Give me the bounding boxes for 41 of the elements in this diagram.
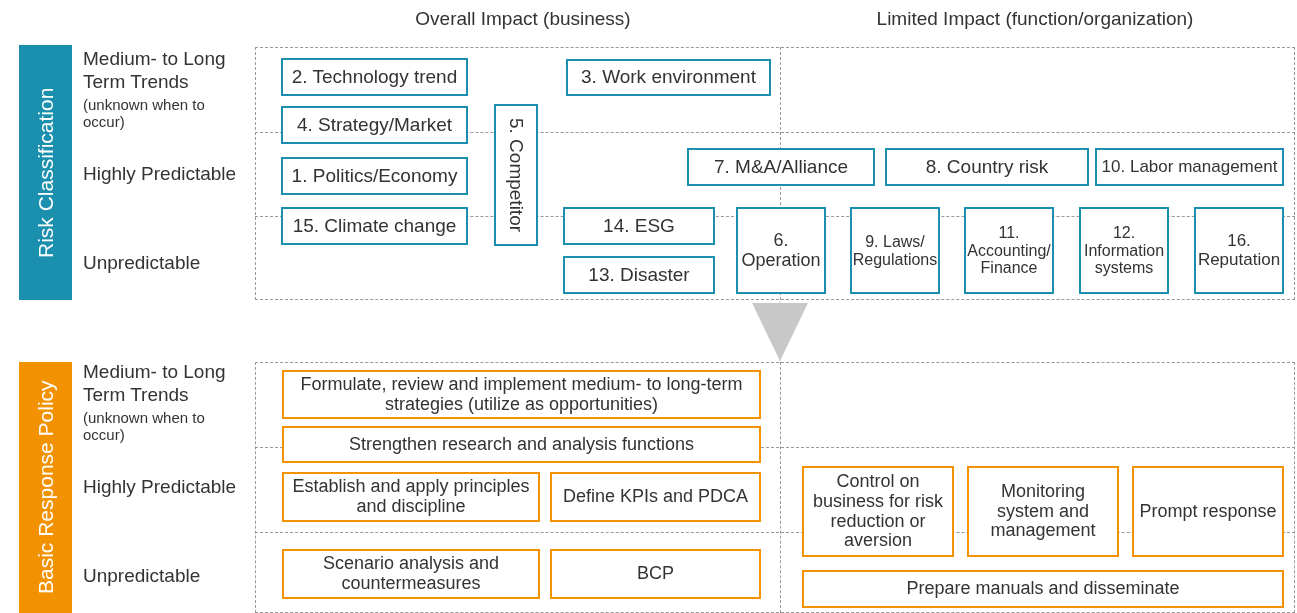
category-band: Risk Classification bbox=[19, 45, 72, 300]
grid-panel bbox=[255, 362, 1295, 613]
risk-box: 8. Country risk bbox=[885, 148, 1089, 186]
grid-panel bbox=[255, 47, 1295, 300]
risk-box: 6. Operation bbox=[736, 207, 826, 294]
risk-box: 11. Accounting/ Finance bbox=[964, 207, 1054, 294]
row-label: Medium- to Long Term Trends bbox=[83, 48, 227, 94]
row-label: Highly Predictable bbox=[83, 163, 238, 186]
policy-box: Strengthen research and analysis functions bbox=[282, 426, 761, 463]
risk-box: 16. Reputation bbox=[1194, 207, 1284, 294]
column-header: Limited Impact (function/organization) bbox=[875, 8, 1195, 31]
risk-box: 7. M&A/Alliance bbox=[687, 148, 875, 186]
policy-box: Scenario analysis and countermeasures bbox=[282, 549, 540, 599]
policy-box: Define KPIs and PDCA bbox=[550, 472, 761, 522]
risk-box: 2. Technology trend bbox=[281, 58, 468, 96]
risk-box: 15. Climate change bbox=[281, 207, 468, 245]
row-label: Unpredictable bbox=[83, 252, 202, 275]
risk-box: 14. ESG bbox=[563, 207, 715, 245]
risk-box: 10. Labor management bbox=[1095, 148, 1284, 186]
row-label: Highly Predictable bbox=[83, 476, 238, 499]
risk-box: 1. Politics/Economy bbox=[281, 157, 468, 195]
category-band: Basic Response Policy bbox=[19, 362, 72, 613]
policy-box: Prepare manuals and disseminate bbox=[802, 570, 1284, 608]
row-label: (unknown when to occur) bbox=[83, 97, 206, 130]
policy-box: BCP bbox=[550, 549, 761, 599]
down-arrow bbox=[752, 300, 808, 362]
policy-box: Establish and apply principles and discipline bbox=[282, 472, 540, 522]
row-label: (unknown when to occur) bbox=[83, 410, 206, 443]
risk-box: 9. Laws/ Regulations bbox=[850, 207, 940, 294]
policy-box: Control on business for risk reduction or aversion bbox=[802, 466, 954, 557]
risk-box: 13. Disaster bbox=[563, 256, 715, 294]
policy-box: Monitoring system and management bbox=[967, 466, 1119, 557]
risk-box: 4. Strategy/Market bbox=[281, 106, 468, 144]
row-label: Unpredictable bbox=[83, 565, 202, 588]
risk-box: 12. Information systems bbox=[1079, 207, 1169, 294]
policy-box: Prompt response bbox=[1132, 466, 1284, 557]
risk-box: 5. Competitor bbox=[494, 104, 538, 246]
policy-box: Formulate, review and implement medium- to long-term strategies (utilize as opportunities) bbox=[282, 370, 761, 419]
column-header: Overall Impact (business) bbox=[414, 8, 632, 31]
row-label: Medium- to Long Term Trends bbox=[83, 361, 227, 407]
risk-box: 3. Work environment bbox=[566, 59, 771, 96]
